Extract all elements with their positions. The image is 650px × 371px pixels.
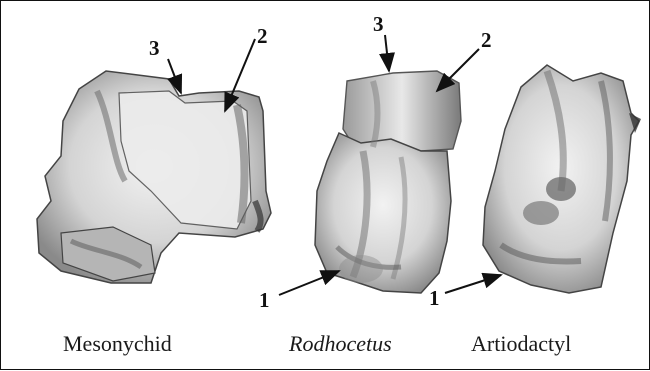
marker-2-rodhocetus: 2 — [481, 28, 492, 52]
caption-artiodactyl: Artiodactyl — [471, 331, 571, 357]
marker-3-rodhocetus: 3 — [373, 12, 384, 36]
mesonychid-bone — [37, 71, 271, 283]
artiodactyl-bone — [483, 65, 641, 293]
marker-3-mesonychid: 3 — [149, 36, 160, 60]
caption-rodhocetus: Rodhocetus — [289, 331, 392, 357]
marker-1-artiodactyl: 1 — [429, 286, 440, 310]
marker-2-mesonychid: 2 — [257, 24, 268, 48]
rodhocetus-bone — [315, 71, 461, 293]
marker-1-rodhocetus: 1 — [259, 288, 270, 312]
caption-mesonychid: Mesonychid — [63, 331, 172, 357]
